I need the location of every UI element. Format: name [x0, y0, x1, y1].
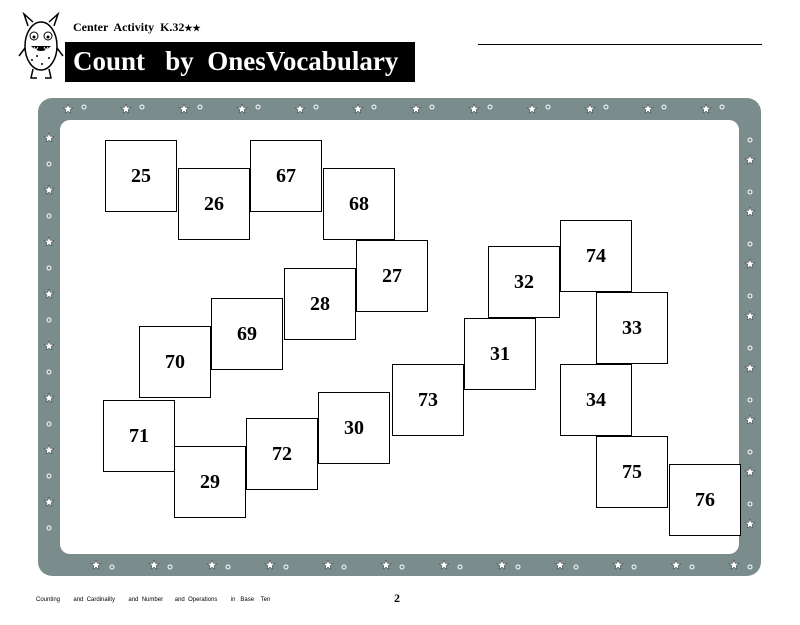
number-cell: 30 — [318, 392, 390, 464]
number-cell: 25 — [105, 140, 177, 212]
page-number: 2 — [394, 591, 400, 605]
number-cell: 68 — [323, 168, 395, 240]
number-cell: 75 — [596, 436, 668, 508]
number-cell: 33 — [596, 292, 668, 364]
number-cell: 27 — [356, 240, 428, 312]
number-cell: 73 — [392, 364, 464, 436]
number-cell: 34 — [560, 364, 632, 436]
activity-code: Center Activity K.32 — [73, 20, 185, 34]
number-cell: 76 — [669, 464, 741, 536]
number-cell: 67 — [250, 140, 322, 212]
page-title: Count by OnesVocabulary — [65, 42, 415, 82]
number-cell: 32 — [488, 246, 560, 318]
footer-domain-text: Counting and Cardinality and Number and … — [36, 597, 271, 603]
difficulty-stars: ★★ — [184, 23, 201, 33]
name-line[interactable] — [478, 44, 762, 45]
number-cell: 71 — [103, 400, 175, 472]
number-cell: 70 — [139, 326, 211, 398]
number-cell: 72 — [246, 418, 318, 490]
number-cell: 69 — [211, 298, 283, 370]
activity-label: Center Activity K.32★★ — [73, 20, 201, 35]
number-cell: 31 — [464, 318, 536, 390]
number-cell: 26 — [178, 168, 250, 240]
stars-and-moons-icon — [43, 103, 756, 570]
monster-mascot-icon — [18, 12, 64, 79]
number-cell: 74 — [560, 220, 632, 292]
number-cell: 28 — [284, 268, 356, 340]
number-cell: 29 — [174, 446, 246, 518]
